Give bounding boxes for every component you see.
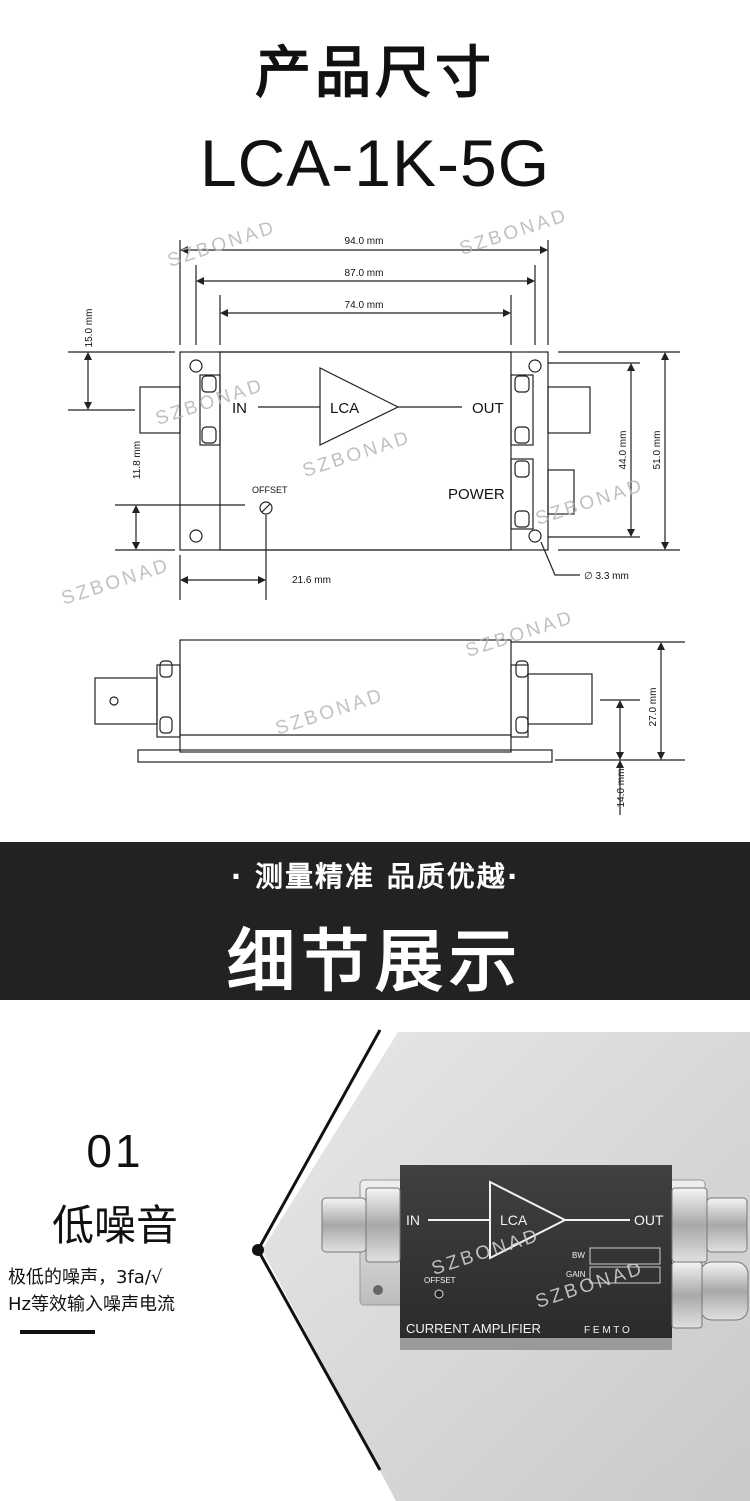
product-label-gain: GAIN <box>566 1270 586 1279</box>
watermark: SZBONAD <box>273 685 387 740</box>
dim-51: 51.0 mm <box>652 431 663 470</box>
product-label-offset: OFFSET <box>424 1276 456 1285</box>
watermark: SZBONAD <box>463 607 577 662</box>
dim-27: 27.0 mm <box>648 688 659 727</box>
label-power: POWER <box>448 486 505 503</box>
label-in: IN <box>232 400 247 417</box>
band-title: 细节展示 <box>226 923 523 1002</box>
dimension-drawing: 94.0 mm 87.0 mm 74.0 mm 21.6 mm ∅ 3.3 mm… <box>59 205 685 815</box>
feature-desc-line1: 极低的噪声，3fa/√ <box>8 1267 163 1288</box>
product-label-out: OUT <box>634 1212 664 1228</box>
dim-hole: ∅ 3.3 mm <box>584 571 629 582</box>
product-name: CURRENT AMPLIFIER <box>406 1321 541 1336</box>
dim-11-8: 11.8 mm <box>132 441 143 479</box>
product-photo <box>321 1165 749 1350</box>
label-offset: OFFSET <box>252 485 288 495</box>
watermark: SZBONAD <box>59 555 173 610</box>
feature-number: 01 <box>86 1125 144 1177</box>
dim-15: 15.0 mm <box>84 309 95 348</box>
watermark: SZBONAD <box>300 427 414 482</box>
dim-14: 14.0 mm <box>616 769 627 808</box>
dim-94: 94.0 mm <box>345 236 384 247</box>
product-label-lca: LCA <box>500 1212 528 1228</box>
dim-87: 87.0 mm <box>345 268 384 279</box>
detail-section: IN LCA OUT BW GAIN OFFSET CURRENT AMPLIF… <box>252 1029 750 1501</box>
dim-74: 74.0 mm <box>345 300 384 311</box>
section-band <box>0 842 750 1000</box>
dim-21-6: 21.6 mm <box>292 575 331 586</box>
product-brand: F E M T O <box>584 1325 630 1336</box>
feature-title: 低噪音 <box>51 1201 178 1250</box>
bullet-dot <box>252 1244 264 1256</box>
watermark: SZBONAD <box>165 217 279 272</box>
label-lca: LCA <box>330 400 359 417</box>
dim-44: 44.0 mm <box>618 431 629 470</box>
product-label-bw: BW <box>572 1251 585 1260</box>
feature-underline <box>20 1330 95 1334</box>
watermark: SZBONAD <box>457 205 571 260</box>
watermark: SZBONAD <box>153 375 267 430</box>
model-number: LCA-1K-5G <box>199 126 551 200</box>
label-out: OUT <box>472 400 504 417</box>
band-slogan: · 测量精准 品质优越· <box>230 860 520 893</box>
watermark: SZBONAD <box>533 475 647 530</box>
page-title: 产品尺寸 <box>255 41 495 106</box>
product-label-in: IN <box>406 1212 420 1228</box>
feature-desc-line2: Hz等效输入噪声电流 <box>8 1294 175 1315</box>
